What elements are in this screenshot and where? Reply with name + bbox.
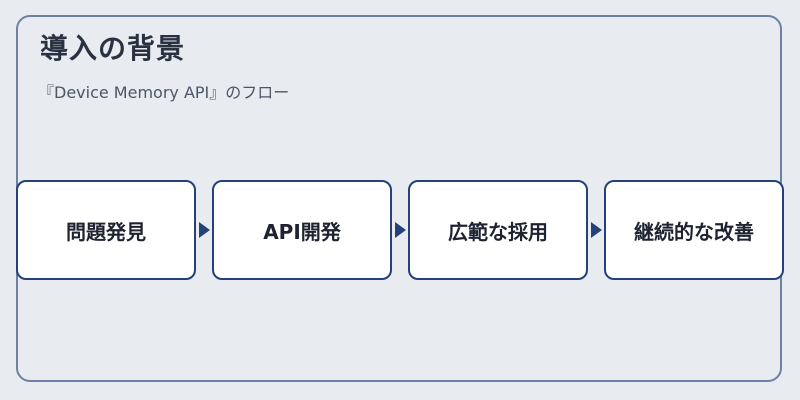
page-subtitle: 『Device Memory API』のフロー bbox=[38, 83, 290, 102]
arrow-right-icon bbox=[591, 222, 602, 238]
page-title: 導入の背景 bbox=[40, 32, 186, 65]
flow-step-api-development: API開発 bbox=[212, 180, 392, 280]
arrow-right-icon bbox=[395, 222, 406, 238]
flow-step-wide-adoption: 広範な採用 bbox=[408, 180, 588, 280]
flow-step-continuous-improvement: 継続的な改善 bbox=[604, 180, 784, 280]
flow-step-problem-discovery: 問題発見 bbox=[16, 180, 196, 280]
arrow-right-icon bbox=[199, 222, 210, 238]
